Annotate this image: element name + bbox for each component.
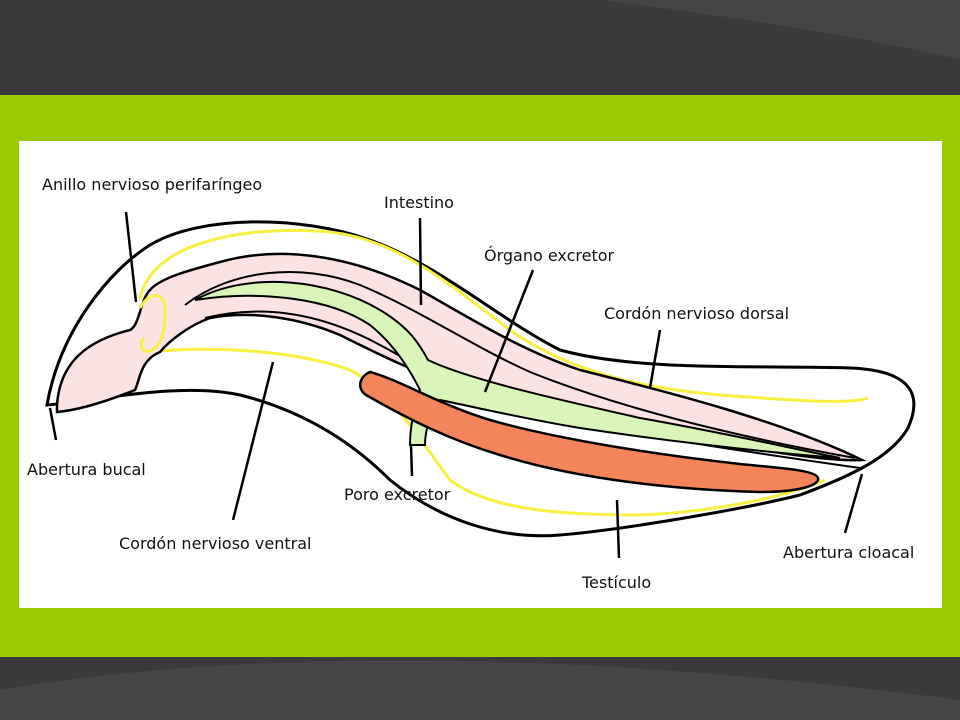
leader-cloaca [843,473,864,534]
label-intestine: Intestino [384,193,454,212]
label-excretory-pore: Poro excretor [344,485,451,504]
intestine-inner-line [184,271,856,459]
leader-testis [615,499,621,559]
label-excretory-organ: Órgano excretor [484,246,615,265]
leader-dorsal-cord [648,329,662,389]
leader-nerve-ring [124,211,138,303]
leader-intestine [418,217,423,306]
label-dorsal-cord: Cordón nervioso dorsal [604,304,790,323]
label-cloaca: Abertura cloacal [783,543,915,562]
excretory-organ [194,280,841,459]
leader-mouth [48,407,58,441]
label-testis: Testículo [582,573,652,592]
background-swoosh-bottom [0,660,960,720]
label-nerve-ring: Anillo nervioso perifaríngeo [42,175,263,194]
ventral-nerve-cord [149,347,826,517]
label-ventral-cord: Cordón nervioso ventral [119,534,312,553]
leader-excretory-pore [409,444,414,477]
nerve-ring [138,294,167,353]
leader-ventral-cord [231,361,275,521]
intestine [55,252,867,462]
testis [358,370,820,494]
label-mouth: Abertura bucal [27,460,146,479]
background-swoosh-top [600,0,960,60]
leader-excretory-organ [483,269,535,393]
